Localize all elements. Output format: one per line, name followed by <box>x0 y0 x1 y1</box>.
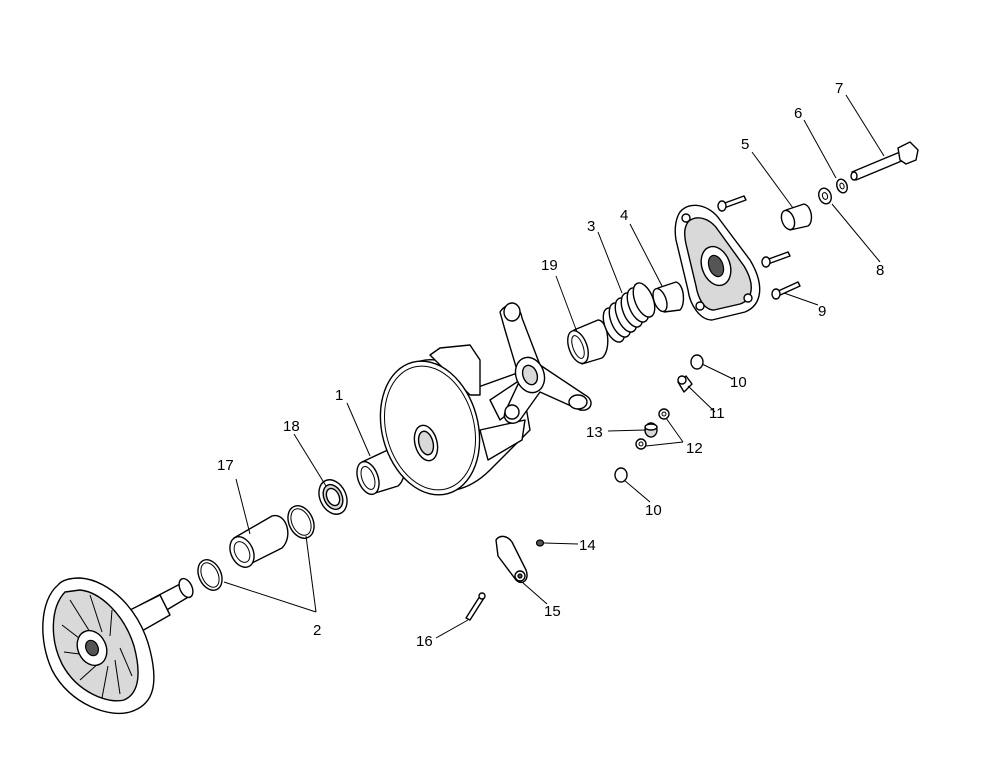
callout-10-lower: 10 <box>645 502 662 519</box>
washer-6 <box>836 178 848 194</box>
callout-6: 6 <box>794 105 802 122</box>
bushing-ring <box>318 479 348 515</box>
callout-12: 12 <box>686 440 703 457</box>
cover-plate <box>674 204 761 321</box>
cover-bolt-middle <box>761 251 791 268</box>
pin-11 <box>677 375 693 393</box>
callout-5: 5 <box>741 136 749 153</box>
snap-ring-right <box>287 505 315 539</box>
callout-13: 13 <box>586 424 603 441</box>
snap-ring-left <box>197 559 223 591</box>
callout-19: 19 <box>541 257 558 274</box>
leader-lines <box>223 94 885 639</box>
pin-16 <box>465 592 486 621</box>
cover-bolt-bottom <box>771 281 801 300</box>
washer-8 <box>818 187 832 205</box>
roller-10-upper <box>690 354 704 370</box>
callout-11: 11 <box>709 405 725 422</box>
callout-16: 16 <box>416 633 433 650</box>
spring <box>602 282 656 343</box>
callout-7: 7 <box>835 80 843 97</box>
long-bolt <box>850 141 919 181</box>
nut-14 <box>535 539 545 547</box>
washer-12-upper <box>658 408 670 420</box>
fixed-sheave-shaft <box>42 577 194 715</box>
spider <box>499 302 592 424</box>
callout-18: 18 <box>283 418 300 435</box>
callout-labels: 1 2 3 4 5 6 7 8 9 10 10 11 12 13 14 15 1… <box>217 80 884 650</box>
cover-bolt-top <box>717 195 747 212</box>
movable-sheave <box>379 344 531 496</box>
callout-9: 9 <box>818 303 826 320</box>
sleeve-bushing <box>229 515 289 568</box>
callout-14: 14 <box>579 537 596 554</box>
callout-17: 17 <box>217 457 234 474</box>
callout-4: 4 <box>620 207 628 224</box>
washer-12-lower <box>635 438 647 450</box>
bushing-19 <box>567 319 609 365</box>
callout-8: 8 <box>876 262 884 279</box>
callout-2: 2 <box>313 622 321 639</box>
roller-13 <box>644 422 658 438</box>
callout-10-upper: 10 <box>730 374 747 391</box>
callout-3: 3 <box>587 218 595 235</box>
bushing-5 <box>780 203 813 231</box>
cam-weight-15 <box>495 535 528 584</box>
callout-1: 1 <box>335 387 343 404</box>
bushing-4 <box>652 281 685 313</box>
roller-10-lower <box>614 467 628 483</box>
callout-15: 15 <box>544 603 561 620</box>
